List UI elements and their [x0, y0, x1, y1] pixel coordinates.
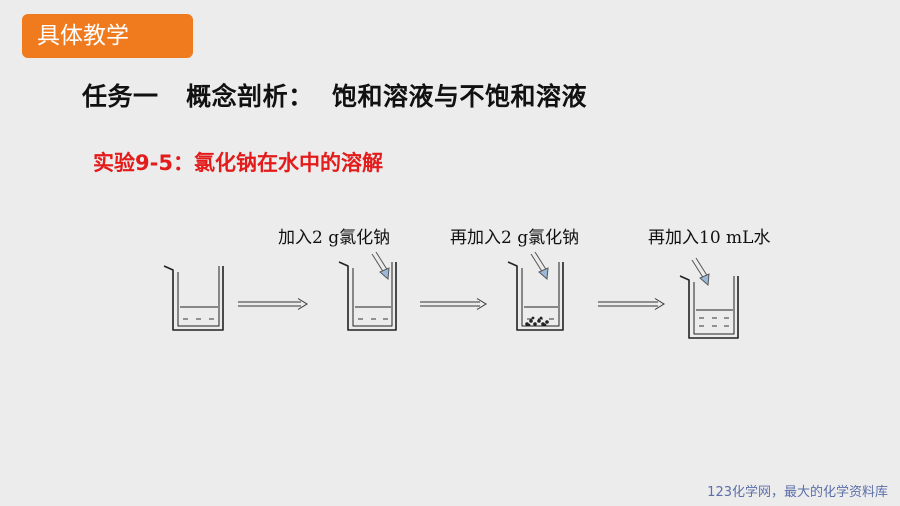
beaker-2: [338, 261, 397, 331]
undissolved-salt-icon: [525, 316, 549, 327]
experiment-title: 实验9-5：氯化钠在水中的溶解: [93, 151, 383, 175]
section-tag: 具体教学: [22, 14, 193, 58]
arrow-2: [420, 298, 487, 310]
beaker-3: [507, 261, 564, 331]
arrow-1: [238, 298, 308, 310]
add-water-arrow-icon: [691, 257, 710, 287]
add-salt-arrow-icon-2: [530, 251, 549, 281]
step-label-add-salt-2: 再加入2 g氯化钠: [450, 228, 580, 248]
task-title: 任务一 概念剖析： 饱和溶液与不饱和溶液: [82, 82, 588, 111]
watermark: 123化学网，最大的化学资料库: [707, 485, 888, 500]
beaker-1: [163, 265, 224, 331]
add-salt-arrow-icon-1: [371, 251, 390, 281]
step-label-add-water: 再加入10 mL水: [648, 228, 771, 248]
arrow-3: [598, 298, 665, 310]
step-label-add-salt-1: 加入2 g氯化钠: [278, 228, 391, 248]
beaker-4: [679, 275, 739, 339]
